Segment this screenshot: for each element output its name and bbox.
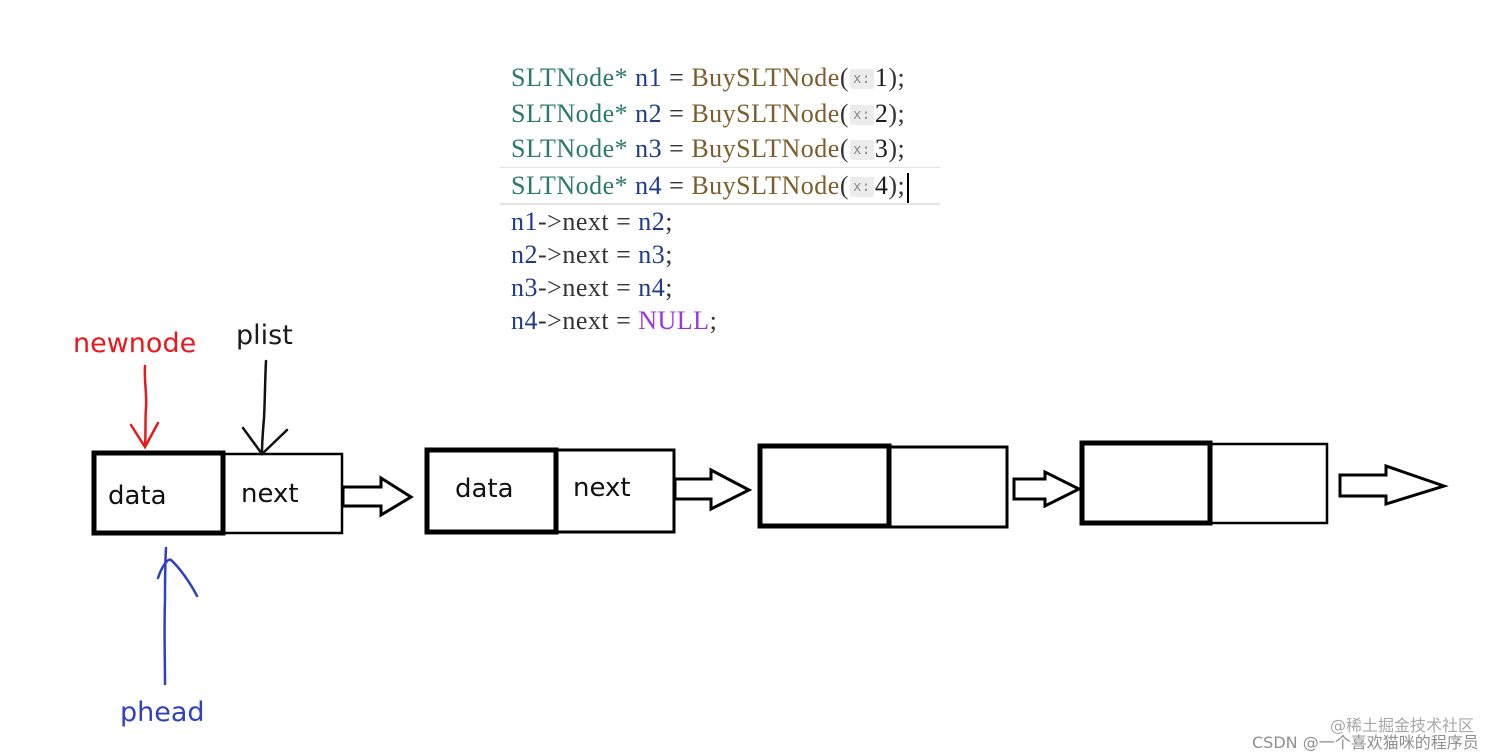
plist-pointer-arrow xyxy=(241,359,289,456)
code-line: n1->next = n2; xyxy=(500,205,940,238)
node-4-data-cell xyxy=(1079,440,1213,526)
node-4-next-cell xyxy=(1208,442,1329,525)
code-token: ; xyxy=(665,207,673,236)
code-token: ( xyxy=(839,170,849,200)
code-token: n4 xyxy=(638,273,666,302)
code-token: 4 xyxy=(874,170,889,200)
link-arrow-4 xyxy=(1338,463,1449,507)
node-2-next-label: next xyxy=(573,473,631,503)
code-token: n3 xyxy=(511,273,538,302)
node-3-data-cell xyxy=(757,443,892,529)
node-3 xyxy=(757,443,1009,529)
code-token: ); xyxy=(888,63,906,92)
code-token: 2 xyxy=(874,98,889,128)
code-token: ->next = xyxy=(538,207,639,236)
code-token: n3 xyxy=(635,134,663,163)
code-token: 3 xyxy=(874,134,889,163)
code-token: ); xyxy=(888,170,906,200)
link-arrow-2 xyxy=(673,467,753,512)
parameter-hint: x: xyxy=(850,176,874,197)
code-token: NULL xyxy=(638,306,710,335)
code-token: SLTNode* xyxy=(511,134,629,163)
code-token: SLTNode* xyxy=(511,63,629,92)
code-token: ( xyxy=(839,134,849,163)
code-token: n3 xyxy=(638,240,666,269)
phead-pointer-arrow xyxy=(156,546,199,686)
code-token: ; xyxy=(665,240,673,269)
phead-label: phead xyxy=(120,697,205,728)
code-token: ( xyxy=(839,98,849,128)
parameter-hint: x: xyxy=(850,104,874,125)
code-line: SLTNode* n1 = BuySLTNode(x:1); xyxy=(500,60,940,96)
newnode-label: newnode xyxy=(73,328,197,359)
code-token: ->next = xyxy=(538,240,639,269)
code-token: = xyxy=(662,63,692,92)
parameter-hint: x: xyxy=(850,140,874,161)
node-4 xyxy=(1079,440,1329,526)
node-1-next-label: next xyxy=(241,479,299,509)
code-line: SLTNode* n4 = BuySLTNode(x:4); xyxy=(500,166,940,205)
code-line: SLTNode* n3 = BuySLTNode(x:3); xyxy=(500,131,940,167)
parameter-hint: x: xyxy=(850,69,874,90)
code-token: = xyxy=(662,170,692,200)
code-token: BuySLTNode xyxy=(691,170,840,200)
code-token: n1 xyxy=(511,207,538,236)
code-snippet: SLTNode* n1 = BuySLTNode(x:1);SLTNode* n… xyxy=(500,60,940,337)
csdn-watermark: CSDN @一个喜欢猫咪的程序员 xyxy=(1252,733,1479,752)
code-token: ; xyxy=(665,273,673,302)
code-token: n1 xyxy=(635,63,663,92)
code-token: 1 xyxy=(874,63,889,92)
code-token: ->next = xyxy=(538,306,639,335)
code-token: = xyxy=(662,134,692,163)
text-caret xyxy=(907,172,910,203)
code-token: n2 xyxy=(638,207,666,236)
newnode-pointer-arrow xyxy=(129,364,160,450)
node-1-data-label: data xyxy=(108,481,167,511)
code-token: n4 xyxy=(635,170,663,200)
code-token: BuySLTNode xyxy=(691,134,840,163)
code-token: ); xyxy=(888,98,906,128)
code-token: ); xyxy=(888,134,906,163)
code-token: SLTNode* xyxy=(511,170,629,200)
juejin-watermark: @稀土掘金技术社区 xyxy=(1330,716,1475,735)
code-token: ->next = xyxy=(538,273,639,302)
code-line: SLTNode* n2 = BuySLTNode(x:2); xyxy=(500,96,940,132)
code-token: ( xyxy=(839,63,849,92)
code-token: n4 xyxy=(511,306,538,335)
code-token: SLTNode* xyxy=(511,98,629,128)
code-line: n2->next = n3; xyxy=(500,238,940,271)
code-line: n4->next = NULL; xyxy=(500,304,940,337)
link-arrow-1 xyxy=(341,475,414,518)
code-token: BuySLTNode xyxy=(691,63,840,92)
node-2-data-label: data xyxy=(455,474,514,504)
code-line: n3->next = n4; xyxy=(500,271,940,304)
code-token: BuySLTNode xyxy=(691,98,840,128)
plist-label: plist xyxy=(236,320,293,351)
code-token: n2 xyxy=(511,240,538,269)
code-token: n2 xyxy=(635,98,663,128)
link-arrow-3 xyxy=(1012,469,1083,509)
code-token: ; xyxy=(709,306,718,335)
node-3-next-cell xyxy=(887,445,1009,529)
code-token: = xyxy=(662,98,692,128)
